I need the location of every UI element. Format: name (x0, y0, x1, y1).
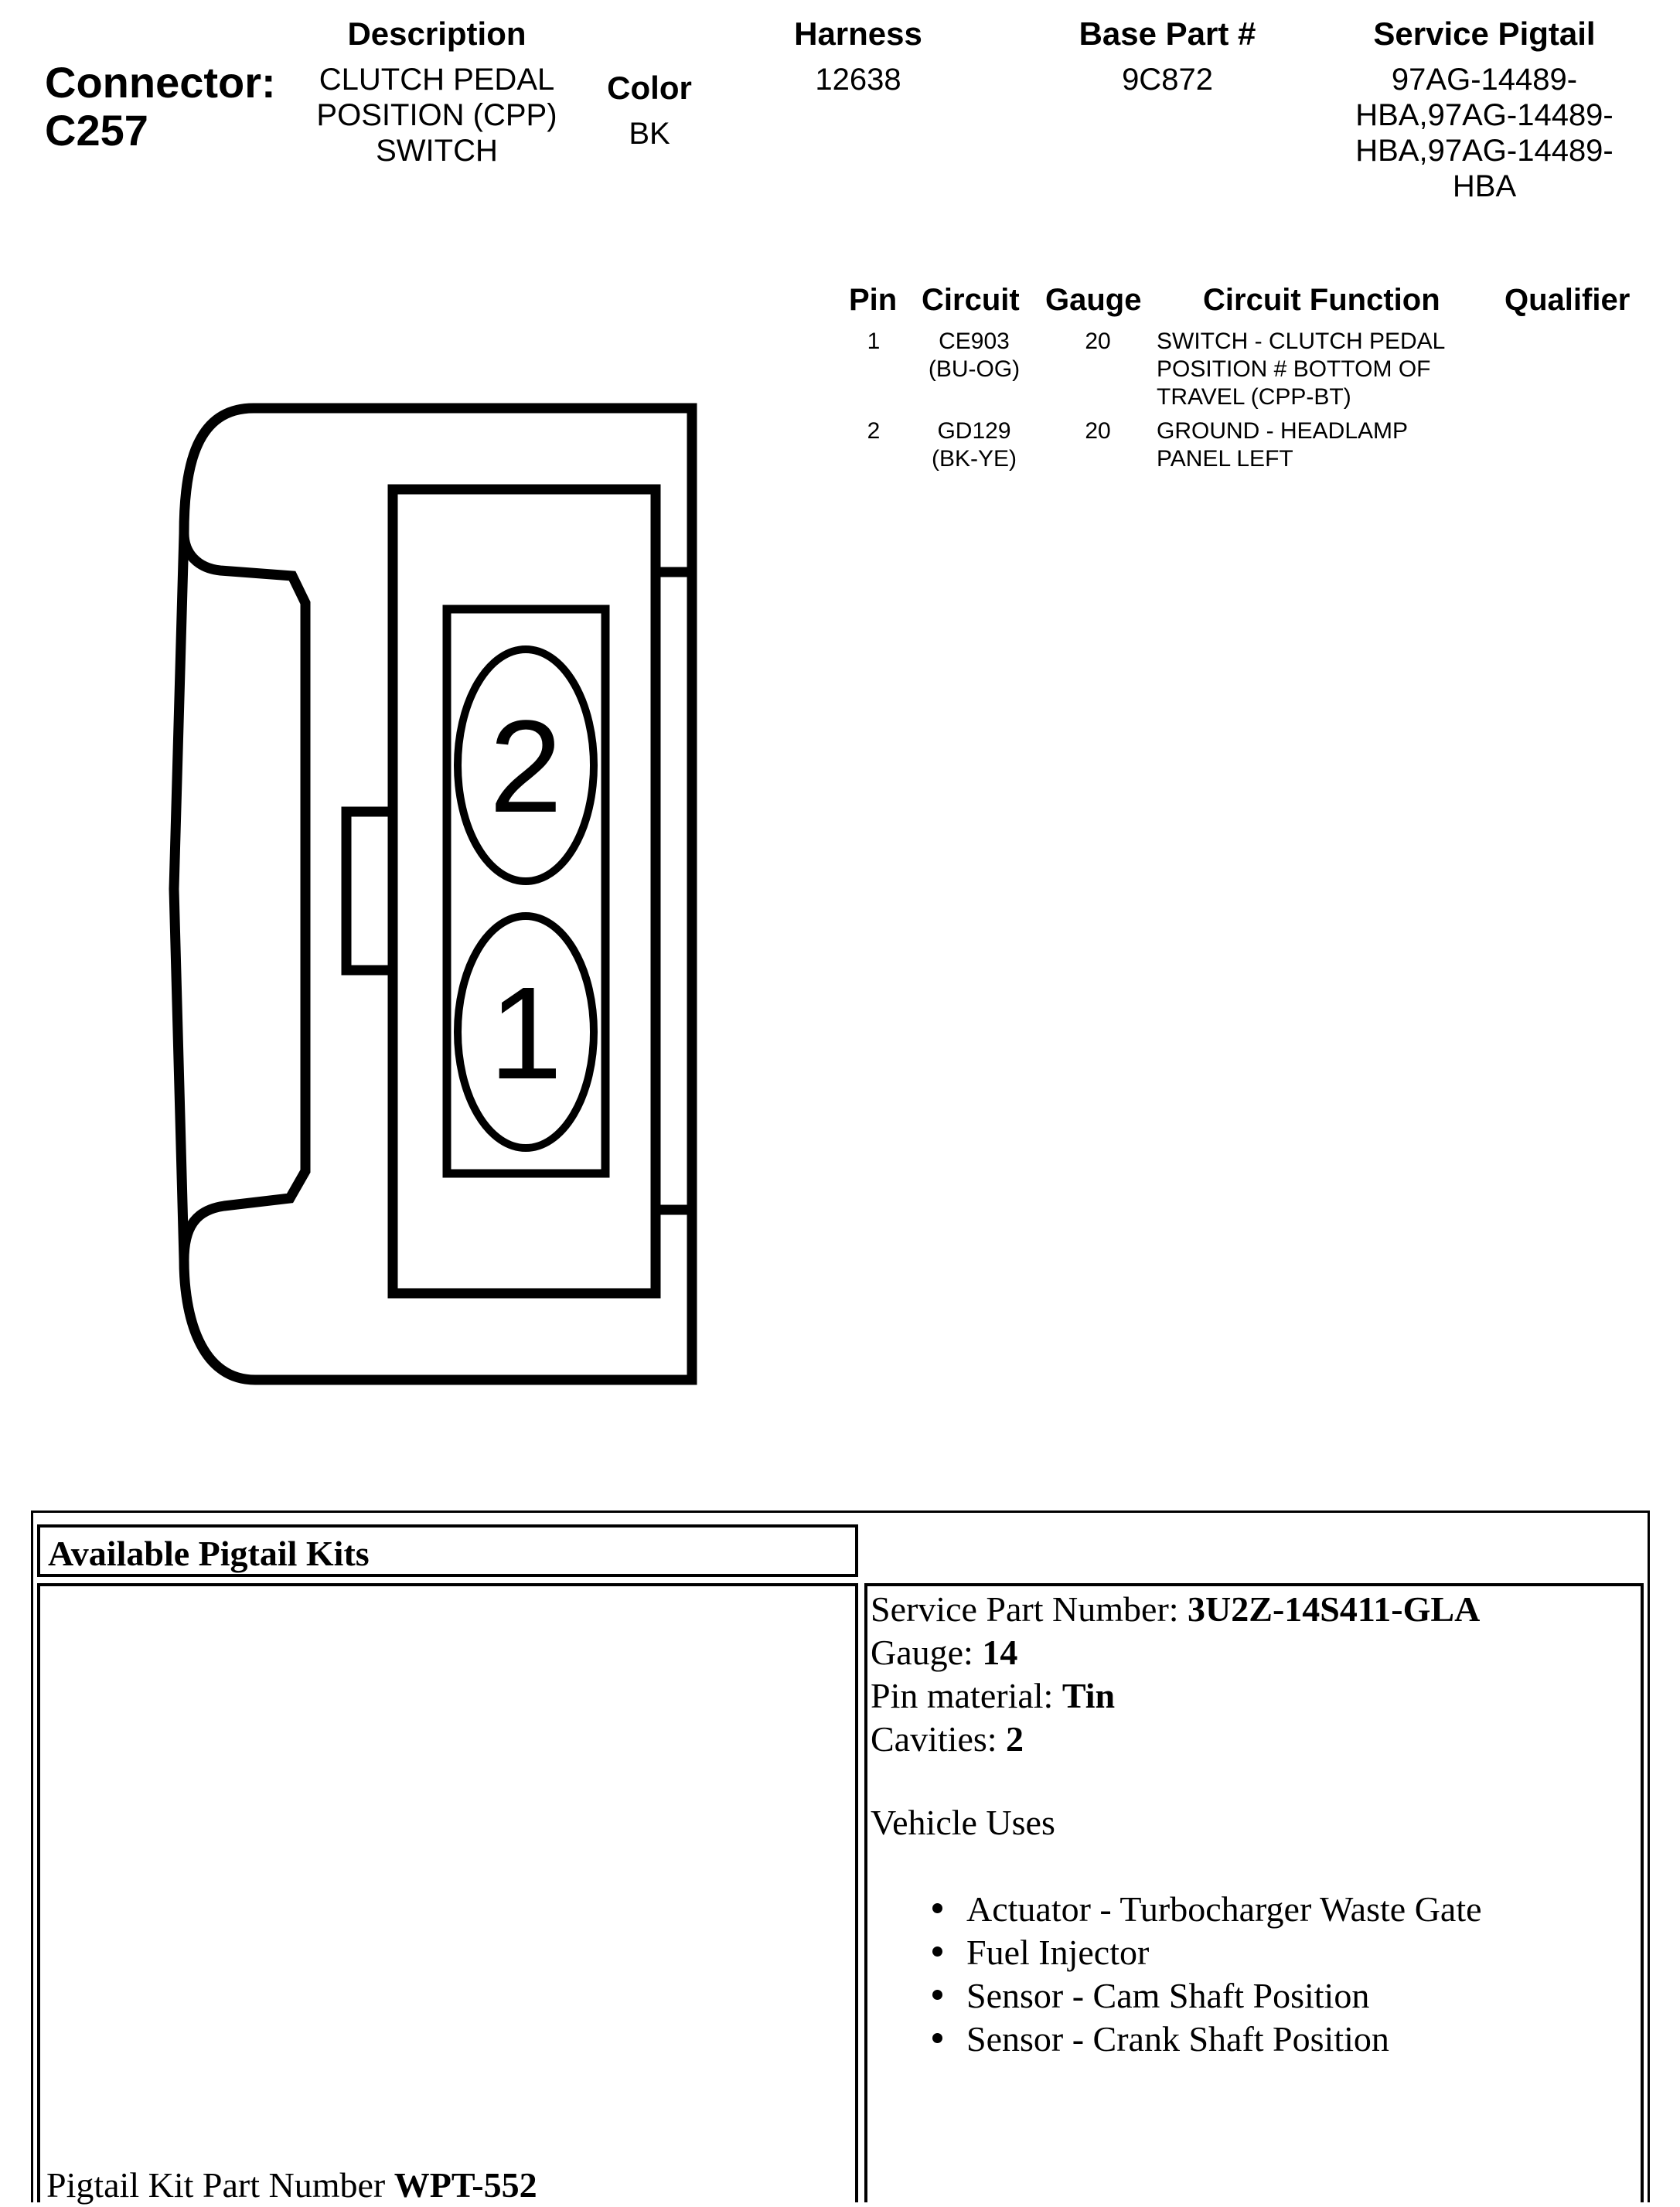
function-col-header: Circuit Function (1203, 283, 1440, 317)
gauge-line: Gauge: 14 (871, 1631, 1637, 1674)
function-line: SWITCH - CLUTCH PEDAL (1157, 329, 1446, 354)
vehicle-uses-list: Actuator - Turbocharger Waste Gate Fuel … (871, 1888, 1637, 2061)
function-cell: GROUND - HEADLAMP PANEL LEFT (1157, 417, 1408, 473)
service-pigtail-line: 97AG-14489- (1391, 63, 1578, 97)
pin-material-label: Pin material: (871, 1676, 1062, 1715)
circuit-col-header: Circuit (922, 283, 1020, 317)
color-header: Color (607, 70, 692, 106)
connector-cavity-block (442, 605, 610, 1178)
service-part-line: Service Part Number: 3U2Z-14S411-GLA (871, 1588, 1637, 1631)
pigtail-heading-cell: Available Pigtail Kits (37, 1524, 858, 1577)
pigtail-kit-part-label: Pigtail Kit Part Number (46, 2165, 394, 2205)
circuit-code: CE903 (939, 329, 1010, 354)
pin-number: 1 (867, 329, 881, 354)
service-pigtail-line: HBA,97AG-14489- (1355, 98, 1614, 132)
vehicle-use-text: Actuator - Turbocharger Waste Gate (966, 1889, 1482, 1929)
connector-id: C257 (45, 106, 148, 155)
pigtail-heading: Available Pigtail Kits (48, 1534, 370, 1573)
vehicle-use-item: Sensor - Cam Shaft Position (871, 1974, 1637, 2018)
connector-title: Connector: C257 (45, 59, 276, 155)
pigtail-details-cell: Service Part Number: 3U2Z-14S411-GLA Gau… (864, 1583, 1644, 2202)
function-cell: SWITCH - CLUTCH PEDAL POSITION # BOTTOM … (1157, 328, 1445, 411)
circuit-cell: GD129 (BK-YE) (912, 417, 1036, 473)
color-value: BK (629, 117, 670, 151)
description-line: CLUTCH PEDAL (319, 63, 555, 97)
pin-number: 2 (867, 418, 881, 444)
gauge-value: 14 (982, 1633, 1018, 1672)
circuit-color: (BU-OG) (928, 356, 1021, 382)
vehicle-use-text: Sensor - Cam Shaft Position (966, 1976, 1370, 2015)
qualifier-col-header: Qualifier (1505, 283, 1631, 317)
cavities-value: 2 (1006, 1719, 1024, 1759)
connector-ribs (656, 567, 692, 1215)
pin-2-cavity (454, 645, 598, 885)
gauge-cell: 20 (1085, 329, 1111, 354)
cavities-label: Cavities: (871, 1719, 1007, 1759)
pigtail-kit-part-value: WPT-552 (394, 2165, 537, 2205)
pin-1-cavity (454, 912, 598, 1152)
description-header: Description (347, 15, 526, 52)
vehicle-use-item: Sensor - Crank Shaft Position (871, 2018, 1637, 2061)
bullet-icon (932, 1946, 942, 1957)
description-line: POSITION (CPP) (316, 98, 557, 132)
connector-inner-frame (387, 484, 661, 1299)
service-part-value: 3U2Z-14S411-GLA (1188, 1589, 1481, 1629)
base-part-value: 9C872 (1122, 63, 1213, 97)
pigtail-kits-outer-table (31, 1511, 1650, 2202)
base-part-header: Base Part # (1079, 15, 1256, 52)
service-pigtail-value: 97AG-14489- HBA,97AG-14489- HBA,97AG-144… (1314, 62, 1654, 204)
service-pigtail-header: Service Pigtail (1373, 15, 1596, 52)
vehicle-use-text: Sensor - Crank Shaft Position (966, 2019, 1389, 2059)
connector-label: Connector: (45, 58, 276, 107)
pin-col-header: Pin (849, 283, 898, 317)
pin-material-line: Pin material: Tin (871, 1674, 1637, 1718)
connector-latch-tab (341, 806, 393, 976)
circuit-cell: CE903 (BU-OG) (912, 328, 1036, 383)
pin-1-label: 1 (489, 960, 563, 1107)
gauge-col-header: Gauge (1045, 283, 1142, 317)
bullet-icon (932, 2033, 942, 2043)
harness-value: 12638 (815, 63, 901, 97)
service-part-label: Service Part Number: (871, 1589, 1188, 1629)
pin-2-label: 2 (489, 693, 563, 840)
function-line: GROUND - HEADLAMP (1157, 418, 1409, 444)
vehicle-use-item: Actuator - Turbocharger Waste Gate (871, 1888, 1637, 1931)
function-line: PANEL LEFT (1157, 446, 1293, 472)
connector-housing-outline (179, 403, 697, 1385)
bullet-icon (932, 1903, 942, 1913)
connector-side-edge (169, 533, 189, 1261)
service-pigtail-line: HBA,97AG-14489- (1355, 134, 1614, 168)
harness-header: Harness (794, 15, 922, 52)
description-value: CLUTCH PEDAL POSITION (CPP) SWITCH (294, 62, 580, 169)
bullet-icon (932, 1990, 942, 2000)
description-line: SWITCH (376, 134, 498, 168)
vehicle-use-text: Fuel Injector (966, 1933, 1150, 1972)
connector-face-diagram: 2 1 (169, 403, 697, 1385)
vehicle-uses-heading: Vehicle Uses (871, 1803, 1055, 1842)
circuit-color: (BK-YE) (931, 446, 1017, 472)
cavities-line: Cavities: 2 (871, 1718, 1637, 1761)
vehicle-use-item: Fuel Injector (871, 1931, 1637, 1974)
pin-material-value: Tin (1062, 1676, 1116, 1715)
pigtail-kit-part-line: Pigtail Kit Part Number WPT-552 (46, 2164, 537, 2207)
function-line: TRAVEL (CPP-BT) (1157, 384, 1351, 410)
pigtail-image-cell: Pigtail Kit Part Number WPT-552 (37, 1583, 858, 2205)
service-pigtail-line: HBA (1452, 169, 1517, 203)
circuit-code: GD129 (937, 418, 1011, 444)
function-line: POSITION # BOTTOM OF (1157, 356, 1431, 382)
gauge-cell: 20 (1085, 418, 1111, 444)
gauge-label: Gauge: (871, 1633, 983, 1672)
